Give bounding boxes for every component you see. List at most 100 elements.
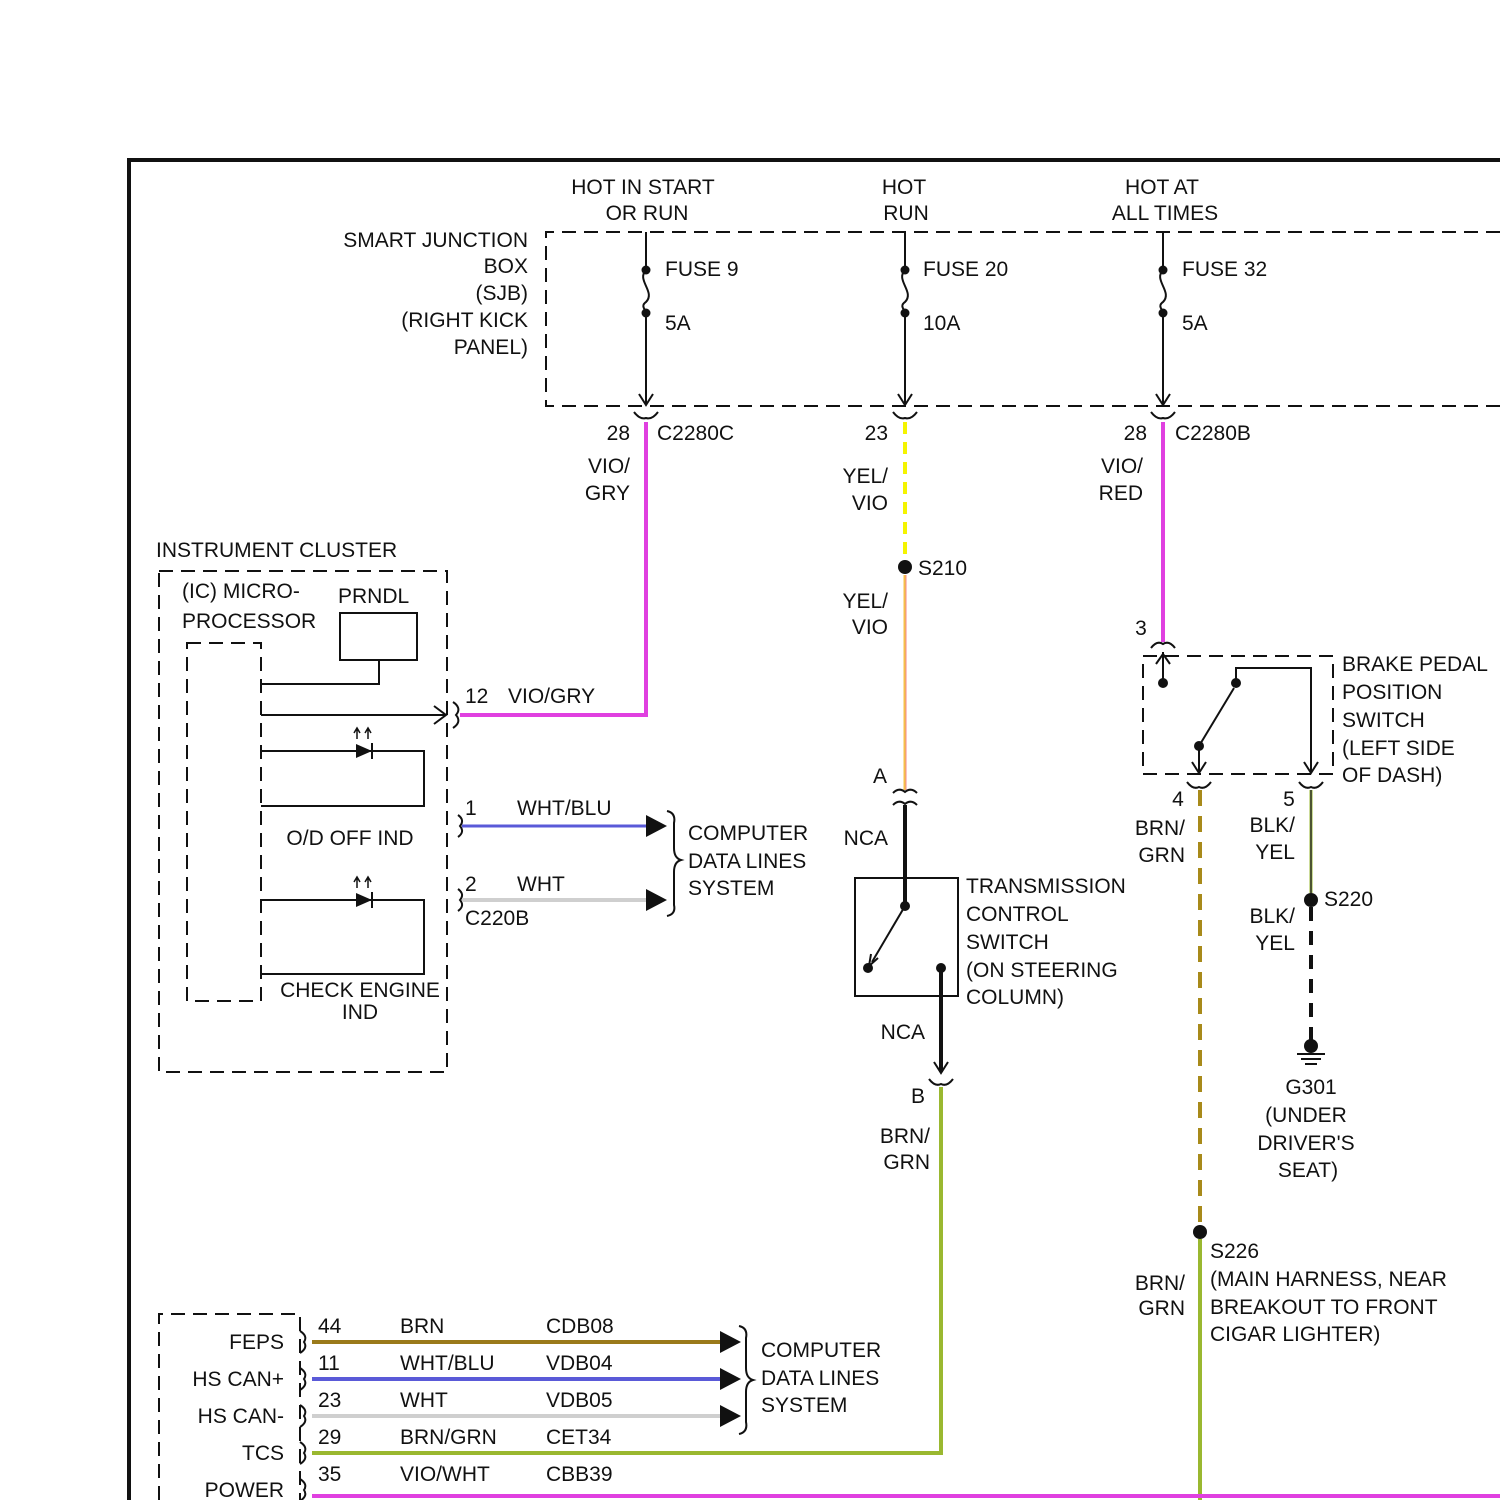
module-wire-color-power: VIO/WHT xyxy=(400,1463,490,1486)
microprocessor-box xyxy=(187,643,261,1001)
brake-wire5-2: YEL xyxy=(1255,841,1295,864)
brake-wire4-2: GRN xyxy=(1138,844,1185,867)
brake-pin-3: 3 xyxy=(1135,617,1147,640)
module-pin-label-power: POWER xyxy=(205,1479,284,1500)
brake-connector-5 xyxy=(1299,782,1323,788)
module-wire-color-tcs: BRN/GRN xyxy=(400,1426,497,1449)
check-engine-label-2: IND xyxy=(342,1001,378,1024)
brake-pin-4: 4 xyxy=(1172,788,1184,811)
hot-start-run-line2: OR RUN xyxy=(606,202,689,225)
cluster-micro-2: PROCESSOR xyxy=(182,610,316,633)
tcs-nca-bottom: NCA xyxy=(881,1021,925,1044)
module-circuit-feps: CDB08 xyxy=(546,1315,614,1338)
svg-text:(RIGHT KICK: (RIGHT KICK xyxy=(401,309,528,332)
svg-text:FUSE 9: FUSE 9 xyxy=(665,258,739,281)
pin1-number: 1 xyxy=(465,797,477,820)
brake-switch-arm xyxy=(1199,688,1234,746)
svg-text:5A: 5A xyxy=(665,312,691,335)
svg-text:(UNDER: (UNDER xyxy=(1265,1104,1347,1127)
svg-text:5A: 5A xyxy=(1182,312,1208,335)
module-pin-number-feps: 44 xyxy=(318,1315,342,1338)
module-pin-number-tcs: 29 xyxy=(318,1426,341,1449)
svg-text:G301: G301 xyxy=(1285,1076,1336,1099)
s226-desc-3: CIGAR LIGHTER) xyxy=(1210,1323,1380,1346)
hot-run-line1: HOT xyxy=(882,176,927,199)
svg-text:BOX: BOX xyxy=(484,255,528,278)
data-lines-1-line2: DATA LINES xyxy=(688,850,806,873)
hot-run-line2: RUN xyxy=(883,202,929,225)
svg-text:PANEL): PANEL) xyxy=(454,336,528,359)
fuse-9: FUSE 9 5A xyxy=(634,232,739,418)
module-pin-number-hs-can: 23 xyxy=(318,1389,341,1412)
fuse20-pin: 23 xyxy=(865,422,888,445)
svg-text:OF DASH): OF DASH) xyxy=(1342,764,1442,787)
module-pin-label-hs-can: HS CAN- xyxy=(198,1405,284,1428)
pin12-connector xyxy=(453,702,458,728)
module-circuit-hs-can: VDB05 xyxy=(546,1389,613,1412)
svg-text:CONTROL: CONTROL xyxy=(966,903,1069,926)
data-lines-2-line3: SYSTEM xyxy=(761,1394,847,1417)
tcs-wire-out-1: BRN/ xyxy=(880,1125,930,1148)
tcs-nca-top: NCA xyxy=(844,827,888,850)
pin1-connector xyxy=(458,815,462,837)
tcs-wire-out-2: GRN xyxy=(883,1151,930,1174)
brake-switch-box xyxy=(1143,656,1333,774)
svg-text:(LEFT SIDE: (LEFT SIDE xyxy=(1342,737,1455,760)
data-lines-brace-1 xyxy=(667,811,681,916)
check-engine-lamp xyxy=(261,877,424,974)
ground-g301-icon xyxy=(1297,1039,1325,1064)
module-circuit-tcs: CET34 xyxy=(546,1426,612,1449)
s226-wire-1: BRN/ xyxy=(1135,1272,1185,1295)
pin1-wire-label: WHT/BLU xyxy=(517,797,612,820)
svg-text:FUSE 32: FUSE 32 xyxy=(1182,258,1267,281)
hot-all-times-line2: ALL TIMES xyxy=(1112,202,1218,225)
s220-wire-2: YEL xyxy=(1255,932,1295,955)
fuse9-pin: 28 xyxy=(607,422,630,445)
svg-text:COLUMN): COLUMN) xyxy=(966,986,1064,1009)
s210-wire-2: VIO xyxy=(852,616,888,639)
s226-desc-1: (MAIN HARNESS, NEAR xyxy=(1210,1268,1447,1291)
tcs-label: TRANSMISSION CONTROL SWITCH (ON STEERING… xyxy=(966,875,1126,1009)
svg-text:BRAKE PEDAL: BRAKE PEDAL xyxy=(1342,653,1488,676)
fuse20-wire-1: YEL/ xyxy=(842,465,888,488)
cluster-title: INSTRUMENT CLUSTER xyxy=(156,539,397,562)
svg-text:(SJB): (SJB) xyxy=(476,282,529,305)
ground-label: G301 (UNDER DRIVER'S SEAT) xyxy=(1257,1076,1354,1182)
tcs-pin-b: B xyxy=(911,1085,925,1108)
fuse20-wire-2: VIO xyxy=(852,492,888,515)
s226-wire-2: GRN xyxy=(1138,1297,1185,1320)
svg-text:DRIVER'S: DRIVER'S xyxy=(1257,1132,1354,1155)
connector-c2280c: C2280C xyxy=(657,422,734,445)
pin2-number: 2 xyxy=(465,873,477,896)
pin12-number: 12 xyxy=(465,685,488,708)
fuse-20: FUSE 20 10A xyxy=(893,232,1008,418)
module-pin-number-power: 35 xyxy=(318,1463,341,1486)
module-arrow-feps xyxy=(720,1331,741,1353)
sjb-label: SMART JUNCTION BOX (SJB) (RIGHT KICK PAN… xyxy=(343,229,528,359)
splice-s210 xyxy=(898,560,912,574)
data-lines-2-line1: COMPUTER xyxy=(761,1339,881,1362)
s210-wire-1: YEL/ xyxy=(842,590,888,613)
splice-s226 xyxy=(1193,1225,1207,1239)
s220-wire-1: BLK/ xyxy=(1249,905,1295,928)
svg-text:SWITCH: SWITCH xyxy=(1342,709,1425,732)
data-lines-1-line1: COMPUTER xyxy=(688,822,808,845)
od-off-label: O/D OFF IND xyxy=(286,827,413,850)
cluster-micro-1: (IC) MICRO- xyxy=(182,580,300,603)
fuse32-pin: 28 xyxy=(1124,422,1147,445)
module-wire-color-hs-can: WHT xyxy=(400,1389,448,1412)
splice-s210-label: S210 xyxy=(918,557,967,580)
module-pin-label-feps: FEPS xyxy=(229,1331,284,1354)
module-arrow-hs-can xyxy=(720,1368,741,1390)
fuse-32: FUSE 32 5A xyxy=(1151,232,1267,418)
module-arrow-hs-can xyxy=(720,1405,741,1427)
fuse32-wire-1: VIO/ xyxy=(1101,455,1143,478)
splice-s220 xyxy=(1304,893,1318,907)
brake-right-internal xyxy=(1236,668,1311,772)
svg-text:FUSE 20: FUSE 20 xyxy=(923,258,1008,281)
module-wire-color-hs-can: WHT/BLU xyxy=(400,1352,495,1375)
svg-text:POSITION: POSITION xyxy=(1342,681,1442,704)
brake-contact-3 xyxy=(1158,678,1168,688)
svg-text:SMART JUNCTION: SMART JUNCTION xyxy=(343,229,528,252)
